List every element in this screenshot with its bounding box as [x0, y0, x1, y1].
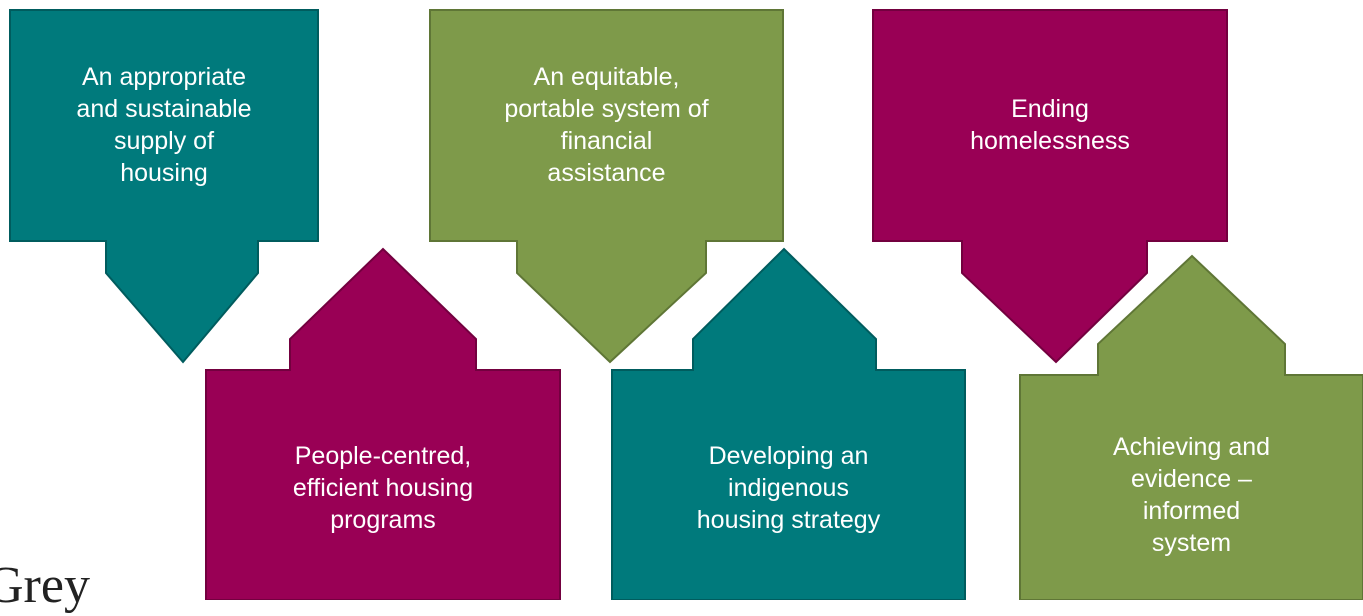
financial-label: An equitable, portable system of financi…	[440, 30, 773, 220]
financial-label-line: financial	[560, 127, 653, 155]
indigenous-up-arrow	[611, 247, 966, 600]
homelessness-label-line: Ending	[1011, 95, 1089, 123]
supply-label-line: and sustainable	[76, 95, 252, 123]
supply-label: An appropriate and sustainable supply of…	[20, 30, 308, 220]
homelessness-label-line: homelessness	[970, 127, 1130, 155]
financial-label-line: An equitable,	[533, 63, 680, 91]
evidence-up-arrow	[1019, 254, 1363, 600]
evidence-label: Achieving and evidence – informed system	[1030, 400, 1353, 590]
supply-down-arrow	[9, 9, 319, 364]
financial-down-arrow	[429, 9, 784, 364]
indigenous-label-line: indigenous	[728, 474, 849, 502]
grey-logo-text: Grey	[0, 557, 90, 614]
indigenous-label-line: Developing an	[708, 442, 869, 470]
evidence-label-line: system	[1151, 529, 1232, 557]
indigenous-label-line: housing strategy	[696, 506, 881, 534]
financial-label-line: assistance	[547, 159, 666, 187]
financial-label-line: portable system of	[504, 95, 709, 123]
homelessness-down-arrow	[872, 9, 1228, 364]
programs-label: People-centred, efficient housing progra…	[216, 418, 550, 558]
supply-label-line: An appropriate	[81, 63, 246, 91]
programs-up-arrow	[205, 247, 561, 600]
programs-label-line: efficient housing	[292, 474, 474, 502]
programs-label-line: programs	[330, 506, 436, 534]
supply-label-line: housing	[120, 159, 208, 187]
indigenous-label: Developing an indigenous housing strateg…	[622, 418, 955, 558]
supply-label-line: supply of	[113, 127, 215, 155]
programs-label-line: People-centred,	[294, 442, 472, 470]
arrow-diagram	[9, 9, 1363, 600]
homelessness-label: Ending homelessness	[883, 90, 1217, 160]
evidence-label-line: informed	[1142, 497, 1241, 525]
evidence-label-line: Achieving and	[1112, 433, 1271, 461]
evidence-label-line: evidence –	[1131, 465, 1252, 493]
